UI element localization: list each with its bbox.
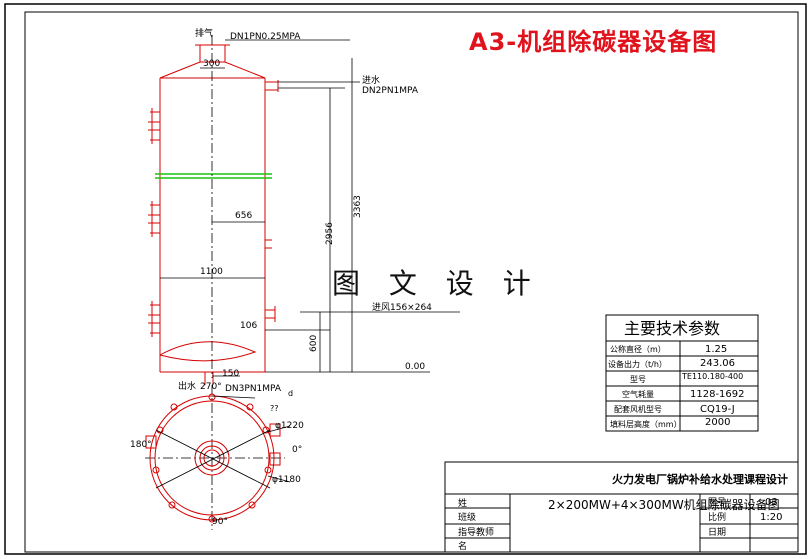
air-inlet-label: 进风156×264 — [372, 302, 432, 313]
spec-row-label: 填料层高度（mm） — [610, 419, 682, 429]
dim-656: 656 — [235, 211, 252, 221]
dim-2956: 2956 — [325, 222, 335, 245]
dim-150: 150 — [222, 369, 239, 379]
tb-row-label: 班级 — [458, 511, 476, 523]
dim-300: 300 — [203, 59, 220, 69]
angle-90: 90° — [212, 517, 228, 527]
dia-1220: φ1220 — [275, 421, 304, 431]
drawing-no-label: 图号 — [708, 497, 726, 508]
scale-label: 比例 — [708, 511, 726, 523]
spec-row-value: CQ19-J — [700, 404, 735, 415]
level-zero: 0.00 — [405, 362, 425, 372]
spec-row-value: 1128-1692 — [690, 389, 745, 400]
vessel-elevation — [148, 44, 279, 385]
school-name: 火力发电厂锅炉补给水处理课程设计 — [612, 472, 788, 486]
center-lines — [145, 35, 285, 530]
water-in-spec: DN2PN1MPA — [362, 86, 419, 96]
drawing-no: 03 — [765, 497, 778, 508]
spec-row-label: 型号 — [630, 375, 646, 384]
sub-d: d — [288, 389, 293, 398]
title-block-name: 2×200MW+4×300MW机组除碳器设备图 — [548, 497, 780, 512]
spec-row-value: TE110.180-400 — [681, 372, 743, 381]
tb-row-label: 指导教师 — [458, 526, 494, 538]
spec-row-label: 设备出力（t/h） — [608, 359, 667, 369]
title-block-grid — [444, 461, 799, 553]
water-out-label: 出水 — [178, 380, 196, 392]
dimension-lines — [160, 39, 460, 377]
scale-value: 1:20 — [760, 512, 782, 523]
vent-label: 排气 — [195, 27, 213, 39]
spec-row-label: 配套风机型号 — [614, 404, 662, 414]
dia-1180: φ1180 — [272, 475, 301, 485]
top-nozzle-spec: DN1PN0.25MPA — [230, 32, 301, 42]
qq-mark: ?? — [270, 404, 279, 413]
spec-row-value: 1.25 — [705, 344, 727, 355]
inner-frame — [24, 11, 799, 553]
water-in-label: 进水 — [362, 74, 380, 86]
water-out-spec: DN3PN1MPA — [225, 384, 282, 394]
spec-row-value: 2000 — [705, 417, 730, 428]
plan-leader-lines — [155, 395, 291, 489]
top-cone — [159, 61, 266, 79]
watermark: 图 文 设 计 — [332, 267, 541, 300]
spec-table-grid — [605, 314, 759, 432]
dim-3363: 3363 — [353, 195, 363, 218]
dim-600: 600 — [309, 335, 319, 352]
packing-layer — [155, 173, 272, 179]
spec-row-label: 公称直径（m） — [610, 344, 666, 354]
tb-row-label: 姓 — [458, 497, 467, 509]
angle-270: 270° — [200, 382, 222, 392]
angle-0: 0° — [292, 445, 302, 455]
date-label: 日期 — [708, 527, 726, 538]
dim-1100: 1100 — [200, 267, 223, 277]
spec-table-header: 主要技术参数 — [624, 319, 720, 338]
spec-row-value: 243.06 — [700, 358, 735, 369]
spec-row-label: 空气耗量 — [622, 389, 654, 399]
dim-106: 106 — [240, 321, 257, 331]
angle-180: 180° — [130, 440, 152, 450]
tb-row-label: 名 — [458, 540, 467, 552]
outer-frame — [4, 3, 807, 555]
drawing-title: A3-机组除碳器设备图 — [469, 28, 718, 56]
